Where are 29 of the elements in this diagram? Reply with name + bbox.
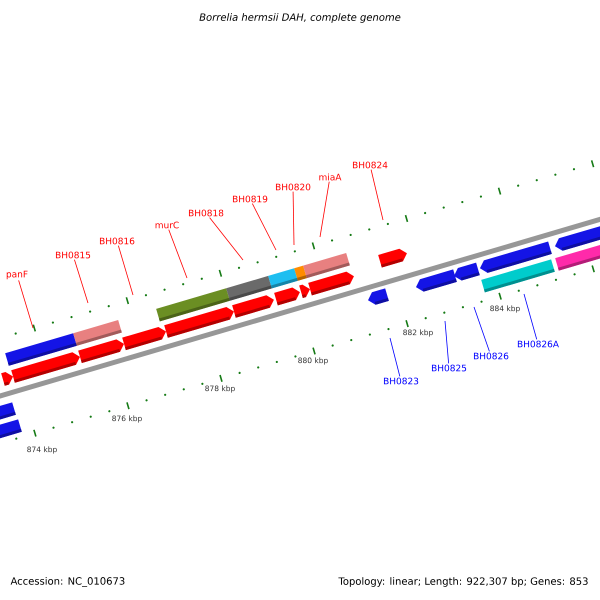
gene-label: BH0825: [432, 364, 466, 372]
gene-label: murC: [156, 222, 179, 228]
gene-label: BH0819: [232, 196, 268, 202]
leader-line: [292, 191, 294, 246]
leader-line: [252, 203, 276, 250]
leader-line: [444, 320, 449, 364]
leader-line: [474, 306, 490, 352]
gene-label: BH0815: [56, 252, 90, 258]
leader-line: [390, 338, 400, 377]
gene-label: BH0826: [474, 352, 508, 360]
gene-label: BH0824: [352, 162, 388, 168]
leader-line: [320, 181, 330, 238]
leader-line: [118, 245, 134, 296]
accession-text: Accession: NC_010673: [10, 577, 124, 587]
gene-label: panF: [6, 270, 28, 280]
gene-label: miaA: [319, 174, 342, 180]
leader-line: [209, 217, 244, 260]
gene-label: BH0818: [188, 210, 224, 216]
leader-line: [168, 229, 188, 278]
gene-label: BH0823: [384, 378, 418, 384]
leader-line: [370, 169, 384, 220]
genome-info-text: Topology: linear; Length: 922,307 bp; Genes: 853: [338, 577, 588, 587]
gene-label: BH0816: [100, 238, 134, 244]
title: Borrelia hermsii DAH, complete genome: [199, 13, 400, 23]
leader-line: [524, 294, 538, 340]
leader-line: [18, 280, 34, 328]
gene-label: BH0826A: [518, 340, 559, 348]
leader-line: [74, 259, 88, 304]
gene-label: BH0820: [276, 184, 310, 190]
